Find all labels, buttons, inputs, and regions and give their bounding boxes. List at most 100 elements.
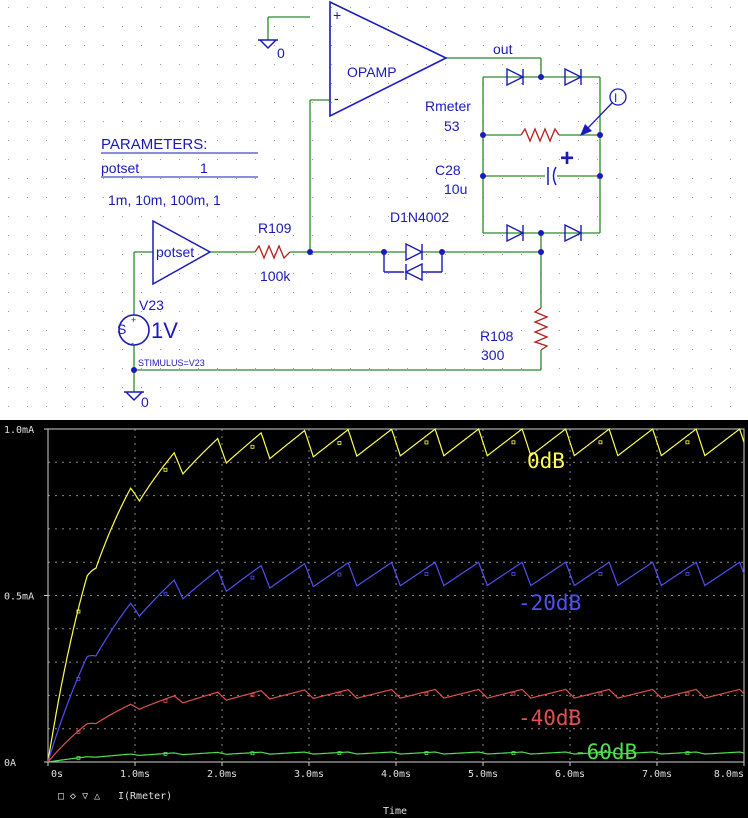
r109-resistor[interactable] bbox=[254, 244, 291, 260]
series-line--20dB bbox=[47, 561, 745, 763]
plot-traces bbox=[47, 427, 745, 763]
rmeter-resistor[interactable] bbox=[520, 127, 560, 143]
bridge-diode-top-left[interactable] bbox=[506, 67, 525, 87]
schematic-grid bbox=[8, 7, 731, 407]
circuit-schematic: out OPAMP + - 0 Rmeter 53 I bbox=[8, 0, 731, 410]
potset-block-label: potset bbox=[156, 244, 194, 260]
series-marker bbox=[250, 693, 255, 697]
r108-resistor[interactable] bbox=[533, 307, 549, 351]
series-marker bbox=[424, 440, 429, 445]
rmeter-value: 53 bbox=[444, 118, 460, 134]
current-probe-icon[interactable]: I bbox=[580, 88, 627, 136]
legend-label[interactable]: I(Rmeter) bbox=[118, 791, 172, 802]
antiparallel-diodes[interactable] bbox=[383, 242, 443, 282]
diode-name: D1N4002 bbox=[390, 209, 449, 225]
v23-voltage-source[interactable]: S + - bbox=[117, 314, 150, 348]
r108-name: R108 bbox=[480, 328, 514, 344]
series-marker bbox=[76, 609, 81, 614]
bridge-diode-bottom-right[interactable] bbox=[564, 223, 583, 243]
x-tick-label: 6.0ms bbox=[555, 769, 585, 780]
annotation--20dB: -20dB bbox=[518, 591, 581, 615]
series-marker bbox=[337, 692, 342, 696]
source-minus: - bbox=[131, 338, 134, 348]
source-s-symbol: S bbox=[117, 321, 126, 337]
series-marker bbox=[250, 444, 255, 449]
plot-background bbox=[0, 420, 748, 818]
series-marker bbox=[685, 440, 690, 445]
opamp[interactable]: OPAMP + - bbox=[329, 0, 448, 118]
series-marker bbox=[598, 691, 603, 696]
bridge-diode-top-right[interactable] bbox=[564, 67, 583, 87]
series-marker bbox=[76, 756, 81, 760]
series-marker bbox=[424, 572, 429, 576]
series-marker bbox=[685, 751, 690, 755]
series-marker bbox=[250, 751, 255, 756]
ground-symbol-bottom bbox=[124, 391, 144, 402]
series-line-0dB bbox=[47, 427, 745, 763]
x-tick-label: 8.0ms bbox=[714, 769, 744, 780]
series-marker bbox=[598, 440, 603, 445]
series-marker bbox=[76, 729, 81, 734]
series-marker bbox=[685, 691, 690, 696]
opamp-minus-sign: - bbox=[334, 90, 339, 106]
series-marker bbox=[76, 676, 81, 681]
series-marker bbox=[163, 699, 168, 703]
x-axis-label: Time bbox=[383, 806, 407, 817]
r109-value: 100k bbox=[260, 268, 291, 284]
c28-value: 10u bbox=[444, 181, 467, 197]
bridge-diode-bottom-left[interactable] bbox=[506, 223, 525, 243]
series-marker bbox=[511, 691, 516, 696]
x-tick-label: 2.0ms bbox=[207, 769, 237, 780]
series-marker bbox=[424, 691, 429, 696]
param-values-list: 1m, 10m, 100m, 1 bbox=[108, 192, 221, 208]
net-label-out: out bbox=[493, 41, 513, 57]
series-marker bbox=[511, 571, 516, 576]
r109-name: R109 bbox=[258, 220, 292, 236]
opamp-label: OPAMP bbox=[347, 64, 397, 80]
series-marker bbox=[598, 751, 603, 755]
x-tick-label: 5.0ms bbox=[468, 769, 498, 780]
v23-name: V23 bbox=[139, 297, 164, 313]
stimulus-label: STIMULUS=V23 bbox=[138, 358, 205, 368]
param-value: 1 bbox=[200, 160, 208, 176]
series-marker bbox=[337, 441, 342, 445]
series-marker bbox=[424, 751, 429, 755]
series-marker bbox=[163, 752, 168, 756]
current-probe-label: I bbox=[614, 91, 617, 105]
ground-symbol-top bbox=[258, 39, 278, 50]
series-marker bbox=[163, 467, 168, 472]
y-tick-label: 0A bbox=[4, 758, 16, 769]
series-marker bbox=[337, 572, 342, 577]
x-tick-label: 1.0ms bbox=[120, 769, 150, 780]
series-marker bbox=[598, 571, 603, 576]
annotation--40dB: -40dB bbox=[518, 706, 581, 730]
legend-markers: □ ◇ ▽ △ bbox=[58, 791, 100, 802]
series-marker bbox=[163, 591, 168, 596]
x-tick-label: 0s bbox=[51, 769, 63, 780]
parameters-title: PARAMETERS: bbox=[101, 136, 207, 153]
series-marker bbox=[511, 751, 516, 755]
junction-dots bbox=[131, 74, 603, 373]
c28-capacitor[interactable] bbox=[545, 166, 557, 186]
trace-annotations: 0dB-20dB-40dB-60dB bbox=[518, 449, 637, 764]
r108-value: 300 bbox=[481, 347, 505, 363]
ground-label-top: 0 bbox=[277, 45, 285, 61]
series-marker bbox=[511, 440, 516, 445]
c28-name: C28 bbox=[435, 162, 461, 178]
series-marker bbox=[685, 571, 690, 576]
x-tick-label: 7.0ms bbox=[642, 769, 672, 780]
source-plus: + bbox=[131, 315, 136, 325]
potset-gain-block[interactable]: potset bbox=[152, 219, 212, 286]
y-tick-label: 0.5mA bbox=[4, 592, 34, 603]
series-marker bbox=[250, 575, 255, 580]
annotation-0dB: 0dB bbox=[527, 449, 565, 473]
x-tick-label: 3.0ms bbox=[294, 769, 324, 780]
opamp-plus-sign: + bbox=[333, 7, 341, 23]
capacitor-polarity-plus: + bbox=[560, 145, 574, 172]
y-tick-label: 1.0mA bbox=[4, 425, 34, 436]
series-marker bbox=[337, 751, 342, 755]
v23-value: 1V bbox=[151, 318, 178, 343]
ground-label-bottom: 0 bbox=[141, 394, 149, 410]
